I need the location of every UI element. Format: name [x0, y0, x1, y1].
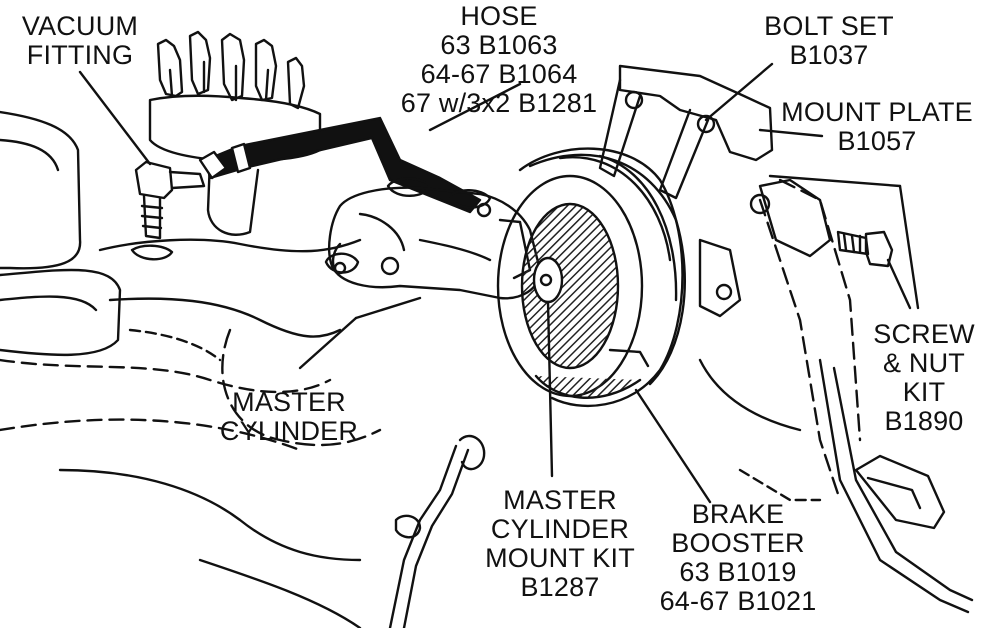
label-brake-booster: BRAKE BOOSTER 63 B1019 64-67 B1021 — [648, 500, 828, 616]
label-line: HOSE — [460, 1, 538, 31]
vacuum-fitting-shape — [78, 70, 206, 261]
label-line: 64-67 B1064 — [420, 59, 578, 89]
brake-booster-shape — [496, 147, 712, 504]
label-line: 63 B1063 — [440, 30, 558, 60]
label-mount-plate: MOUNT PLATE B1057 — [772, 98, 982, 156]
label-line: & NUT — [883, 348, 965, 378]
label-mc-mount-kit: MASTER CYLINDER MOUNT KIT B1287 — [470, 486, 650, 602]
mount-bracket-shape — [598, 62, 832, 318]
screw-shape — [768, 174, 920, 310]
label-line: FITTING — [26, 40, 134, 70]
pedal-shape — [698, 178, 974, 614]
label-line: 63 B1019 — [679, 557, 797, 587]
label-vacuum-fitting: VACUUM FITTING — [2, 12, 158, 70]
label-line: B1890 — [884, 406, 964, 436]
label-line: VACUUM — [21, 11, 139, 41]
label-line: B1037 — [789, 40, 869, 70]
label-line: SCREW — [873, 319, 975, 349]
brake-line-shape — [388, 434, 486, 628]
label-line: 64-67 B1021 — [659, 586, 817, 616]
label-line: MASTER — [232, 387, 346, 417]
label-line: CYLINDER — [490, 514, 630, 544]
label-master-cylinder: MASTER CYLINDER — [214, 388, 364, 446]
distributor — [148, 30, 322, 236]
label-line: BOOSTER — [671, 528, 805, 558]
master-cylinder-shape — [298, 177, 542, 370]
label-line: KIT — [902, 377, 946, 407]
label-line: CYLINDER — [219, 416, 359, 446]
label-line: B1287 — [520, 572, 600, 602]
label-line: BOLT SET — [764, 11, 894, 41]
label-line: MOUNT PLATE — [781, 97, 973, 127]
label-line: 67 w/3x2 B1281 — [400, 88, 598, 118]
label-bolt-set: BOLT SET B1037 — [754, 12, 904, 70]
label-line: MOUNT KIT — [485, 543, 635, 573]
label-screw-nut-kit: SCREW & NUT KIT B1890 — [868, 320, 980, 436]
label-line: MASTER — [503, 485, 617, 515]
label-hose: HOSE 63 B1063 64-67 B1064 67 w/3x2 B1281 — [394, 2, 604, 118]
engine-outline — [0, 110, 382, 628]
label-line: B1057 — [837, 126, 917, 156]
label-line: BRAKE — [691, 499, 785, 529]
